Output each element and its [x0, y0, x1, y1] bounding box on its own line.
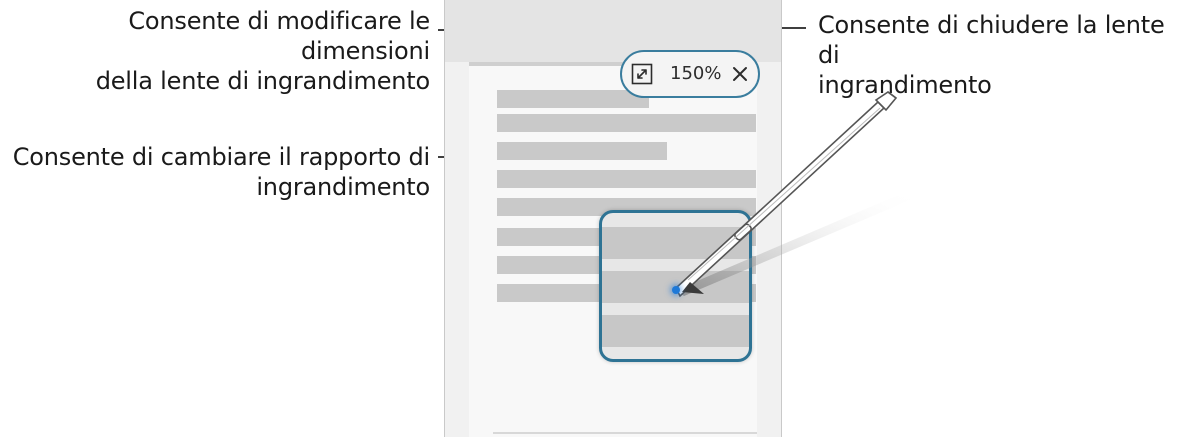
pen-icon	[675, 91, 915, 298]
bottom-line	[493, 432, 757, 434]
callout-resize-line-2: della lente di ingrandimento	[95, 67, 431, 95]
callout-close-line-1: Consente di chiudere la lente di	[818, 11, 1165, 69]
pen-tip-glow	[672, 286, 680, 294]
close-icon[interactable]	[729, 63, 751, 85]
text-line	[497, 142, 667, 160]
callout-resize: Consente di modificare le dimensioni del…	[10, 6, 431, 96]
callout-zoom: Consente di cambiare il rapporto di ingr…	[10, 142, 430, 202]
callout-zoom-line-2: ingrandimento	[256, 173, 430, 201]
resize-icon[interactable]	[630, 62, 654, 86]
magnifier-controls: 150%	[620, 50, 760, 98]
zoom-ratio[interactable]: 150%	[670, 63, 722, 84]
callout-close-line-2: ingrandimento	[818, 71, 992, 99]
callout-zoom-line-1: Consente di cambiare il rapporto di	[12, 143, 430, 171]
header-divider	[469, 62, 757, 66]
text-line	[497, 114, 756, 132]
text-line	[497, 170, 756, 188]
callout-resize-line-1: Consente di modificare le dimensioni	[128, 7, 430, 65]
callout-close: Consente di chiudere la lente di ingrand…	[818, 10, 1178, 100]
text-line	[497, 90, 649, 108]
magnified-text-line	[602, 315, 749, 347]
